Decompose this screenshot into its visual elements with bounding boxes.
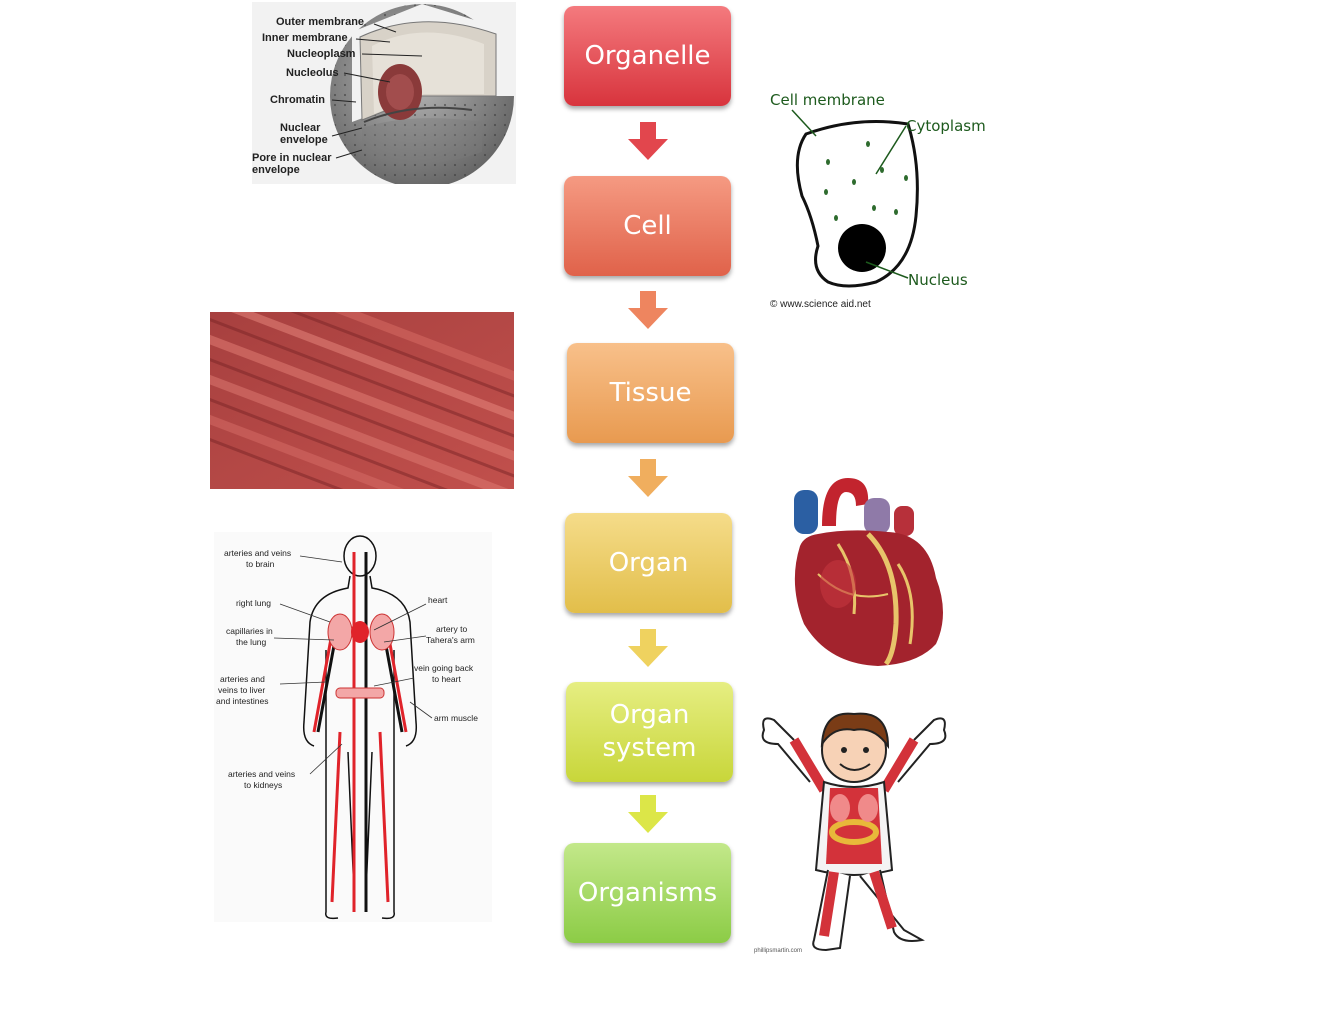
stage-organisms-label: Organisms xyxy=(577,877,718,908)
label-pore-2: envelope xyxy=(252,164,300,176)
circulatory-system-diagram: arteries and veins to brain right lung h… xyxy=(214,532,492,922)
label-cell-membrane: Cell membrane xyxy=(770,91,885,109)
arrow-shape xyxy=(628,122,668,160)
arrow-down-icon xyxy=(628,122,668,160)
label-vein-1: vein going back xyxy=(414,663,474,673)
label-brain-2: to brain xyxy=(246,559,275,569)
label-nuclear-envelope-1: Nuclear xyxy=(280,122,321,134)
stage-organelle-label: Organelle xyxy=(584,40,711,71)
cell-diagram: Cell membrane Cytoplasm Nucleus © www.sc… xyxy=(770,91,986,310)
label-nucleus: Nucleus xyxy=(908,271,968,289)
stage-organ-system: Organ system xyxy=(566,682,733,782)
label-capillaries-1: capillaries in xyxy=(226,626,273,636)
stage-organelle: Organelle xyxy=(564,6,731,106)
arrow-shape xyxy=(628,629,668,667)
muscle-tissue-photo xyxy=(210,312,514,489)
label-brain-1: arteries and veins xyxy=(224,548,291,558)
stage-organ: Organ xyxy=(565,513,732,613)
label-vein-2: to heart xyxy=(432,674,461,684)
label-artery-2: Tahera's arm xyxy=(426,635,475,645)
label-liver-3: and intestines xyxy=(216,696,268,706)
stage-cell: Cell xyxy=(564,176,731,276)
label-liver-1: arteries and xyxy=(220,674,265,684)
label-nucleoplasm: Nucleoplasm xyxy=(287,48,356,60)
label-arm-muscle: arm muscle xyxy=(434,713,478,723)
cartoon-kid-organs: phillipsmartin.com xyxy=(754,712,947,954)
arrow-down-icon xyxy=(628,795,668,833)
label-kidney-1: arteries and veins xyxy=(228,769,295,779)
arrow-shape xyxy=(628,459,668,497)
label-nuclear-envelope-2: envelope xyxy=(280,134,328,146)
label-pore-1: Pore in nuclear xyxy=(252,152,332,164)
label-nucleolus: Nucleolus xyxy=(286,67,339,79)
kid-credit: phillipsmartin.com xyxy=(754,948,802,954)
label-cytoplasm: Cytoplasm xyxy=(906,117,986,135)
label-artery-1: artery to xyxy=(436,624,467,634)
stage-cell-label: Cell xyxy=(623,210,672,241)
cell-credit: © www.science aid.net xyxy=(770,299,871,310)
stage-organ-label: Organ xyxy=(608,547,689,578)
stage-organ-system-label: Organ system xyxy=(602,700,697,763)
arrow-shape xyxy=(628,291,668,329)
arrow-shape xyxy=(628,795,668,833)
label-right-lung: right lung xyxy=(236,598,271,608)
arrow-down-icon xyxy=(628,629,668,667)
label-inner-membrane: Inner membrane xyxy=(262,32,348,44)
arrow-down-icon xyxy=(628,459,668,497)
label-outer-membrane: Outer membrane xyxy=(276,16,364,28)
stage-tissue-label: Tissue xyxy=(609,377,692,408)
label-heart: heart xyxy=(428,595,448,605)
nucleus-diagram: Outer membrane Inner membrane Nucleoplas… xyxy=(252,2,516,184)
stage-tissue: Tissue xyxy=(567,343,734,443)
label-chromatin: Chromatin xyxy=(270,94,325,106)
arrow-down-icon xyxy=(628,291,668,329)
heart-illustration xyxy=(794,478,943,666)
label-kidney-2: to kidneys xyxy=(244,780,282,790)
label-liver-2: veins to liver xyxy=(218,685,265,695)
stage-organisms: Organisms xyxy=(564,843,731,943)
label-capillaries-2: the lung xyxy=(236,637,267,647)
